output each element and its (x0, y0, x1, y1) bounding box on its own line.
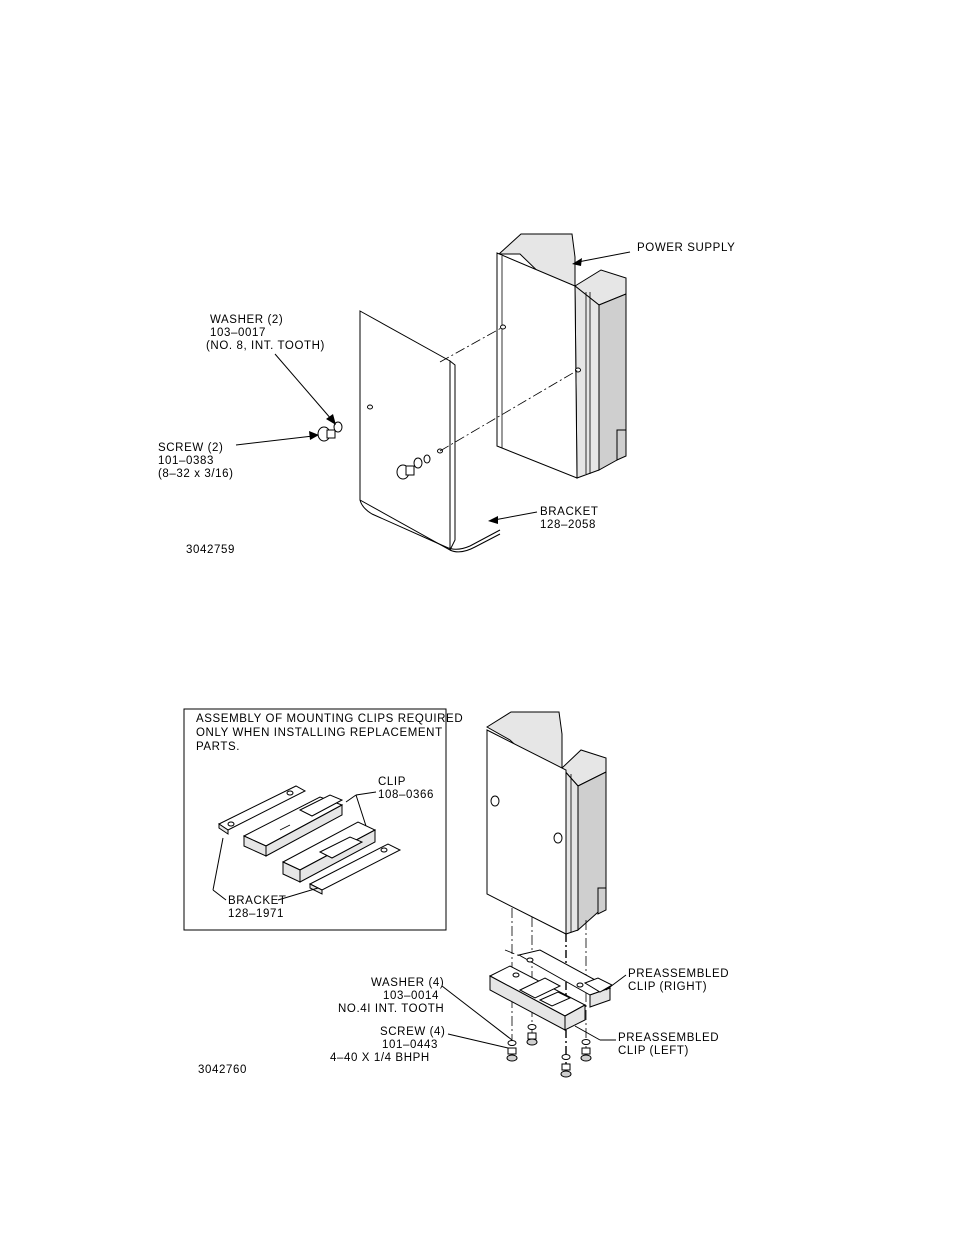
screw4-label: SCREW (4) (380, 1026, 445, 1038)
clip-assembly-note-box (183, 708, 447, 931)
bracket-part-number: 128–2058 (540, 519, 596, 531)
centerline-upper (439, 326, 504, 363)
bottom-figure: ASSEMBLY OF MOUNTING CLIPS REQUIRED ONLY… (183, 708, 729, 1078)
top-figure: POWER SUPPLY WASHER (2) 103–0017 (NO. 8,… (158, 233, 735, 556)
centerline-lower (439, 369, 579, 452)
clip-right-label-line2: CLIP (RIGHT) (628, 981, 707, 993)
bracket-128-2058 (359, 310, 501, 553)
washer-part-number: 103–0017 (210, 327, 266, 339)
washer4-spec: NO.4I INT. TOOTH (338, 1003, 444, 1015)
clip-right-label-line1: PREASSEMBLED (628, 968, 729, 980)
screw4-spec: 4–40 X 1/4 BHPH (330, 1052, 430, 1064)
note-bracket-part-number: 128–1971 (228, 908, 284, 920)
figure-id-bottom: 3042760 (198, 1064, 247, 1076)
preassembled-clip-right (517, 949, 614, 1008)
power-supply-unit (496, 233, 627, 479)
clip-bracket-exploded-view (212, 785, 402, 901)
note-line3: PARTS. (196, 741, 240, 753)
note-line1: ASSEMBLY OF MOUNTING CLIPS REQUIRED (196, 713, 463, 725)
washer-label-line1: WASHER (2) (210, 314, 283, 326)
preassembled-clip-left (488, 965, 587, 1031)
screw-spec: (8–32 x 3/16) (158, 468, 234, 480)
power-supply-unit-bottom (486, 711, 607, 935)
screw-washer-left (317, 421, 343, 442)
screw4-part-number: 101–0443 (382, 1039, 438, 1051)
power-supply-label: POWER SUPPLY (637, 242, 735, 254)
clip-part-number: 108–0366 (378, 789, 434, 801)
note-bracket-label: BRACKET (228, 895, 287, 907)
mounting-screws (506, 1024, 592, 1078)
washer4-part-number: 103–0014 (383, 990, 439, 1002)
figure-id-top: 3042759 (186, 544, 235, 556)
note-line2: ONLY WHEN INSTALLING REPLACEMENT (196, 727, 443, 739)
screw-label-line1: SCREW (2) (158, 442, 223, 454)
screw-part-number: 101–0383 (158, 455, 214, 467)
bracket-label: BRACKET (540, 506, 599, 518)
washer4-label: WASHER (4) (371, 977, 444, 989)
clip-left-label-line2: CLIP (LEFT) (618, 1045, 689, 1057)
washer-spec: (NO. 8, INT. TOOTH) (206, 340, 325, 352)
screw-washer-center (396, 454, 431, 480)
clip-label: CLIP (378, 776, 406, 788)
clip-left-label-line1: PREASSEMBLED (618, 1032, 719, 1044)
